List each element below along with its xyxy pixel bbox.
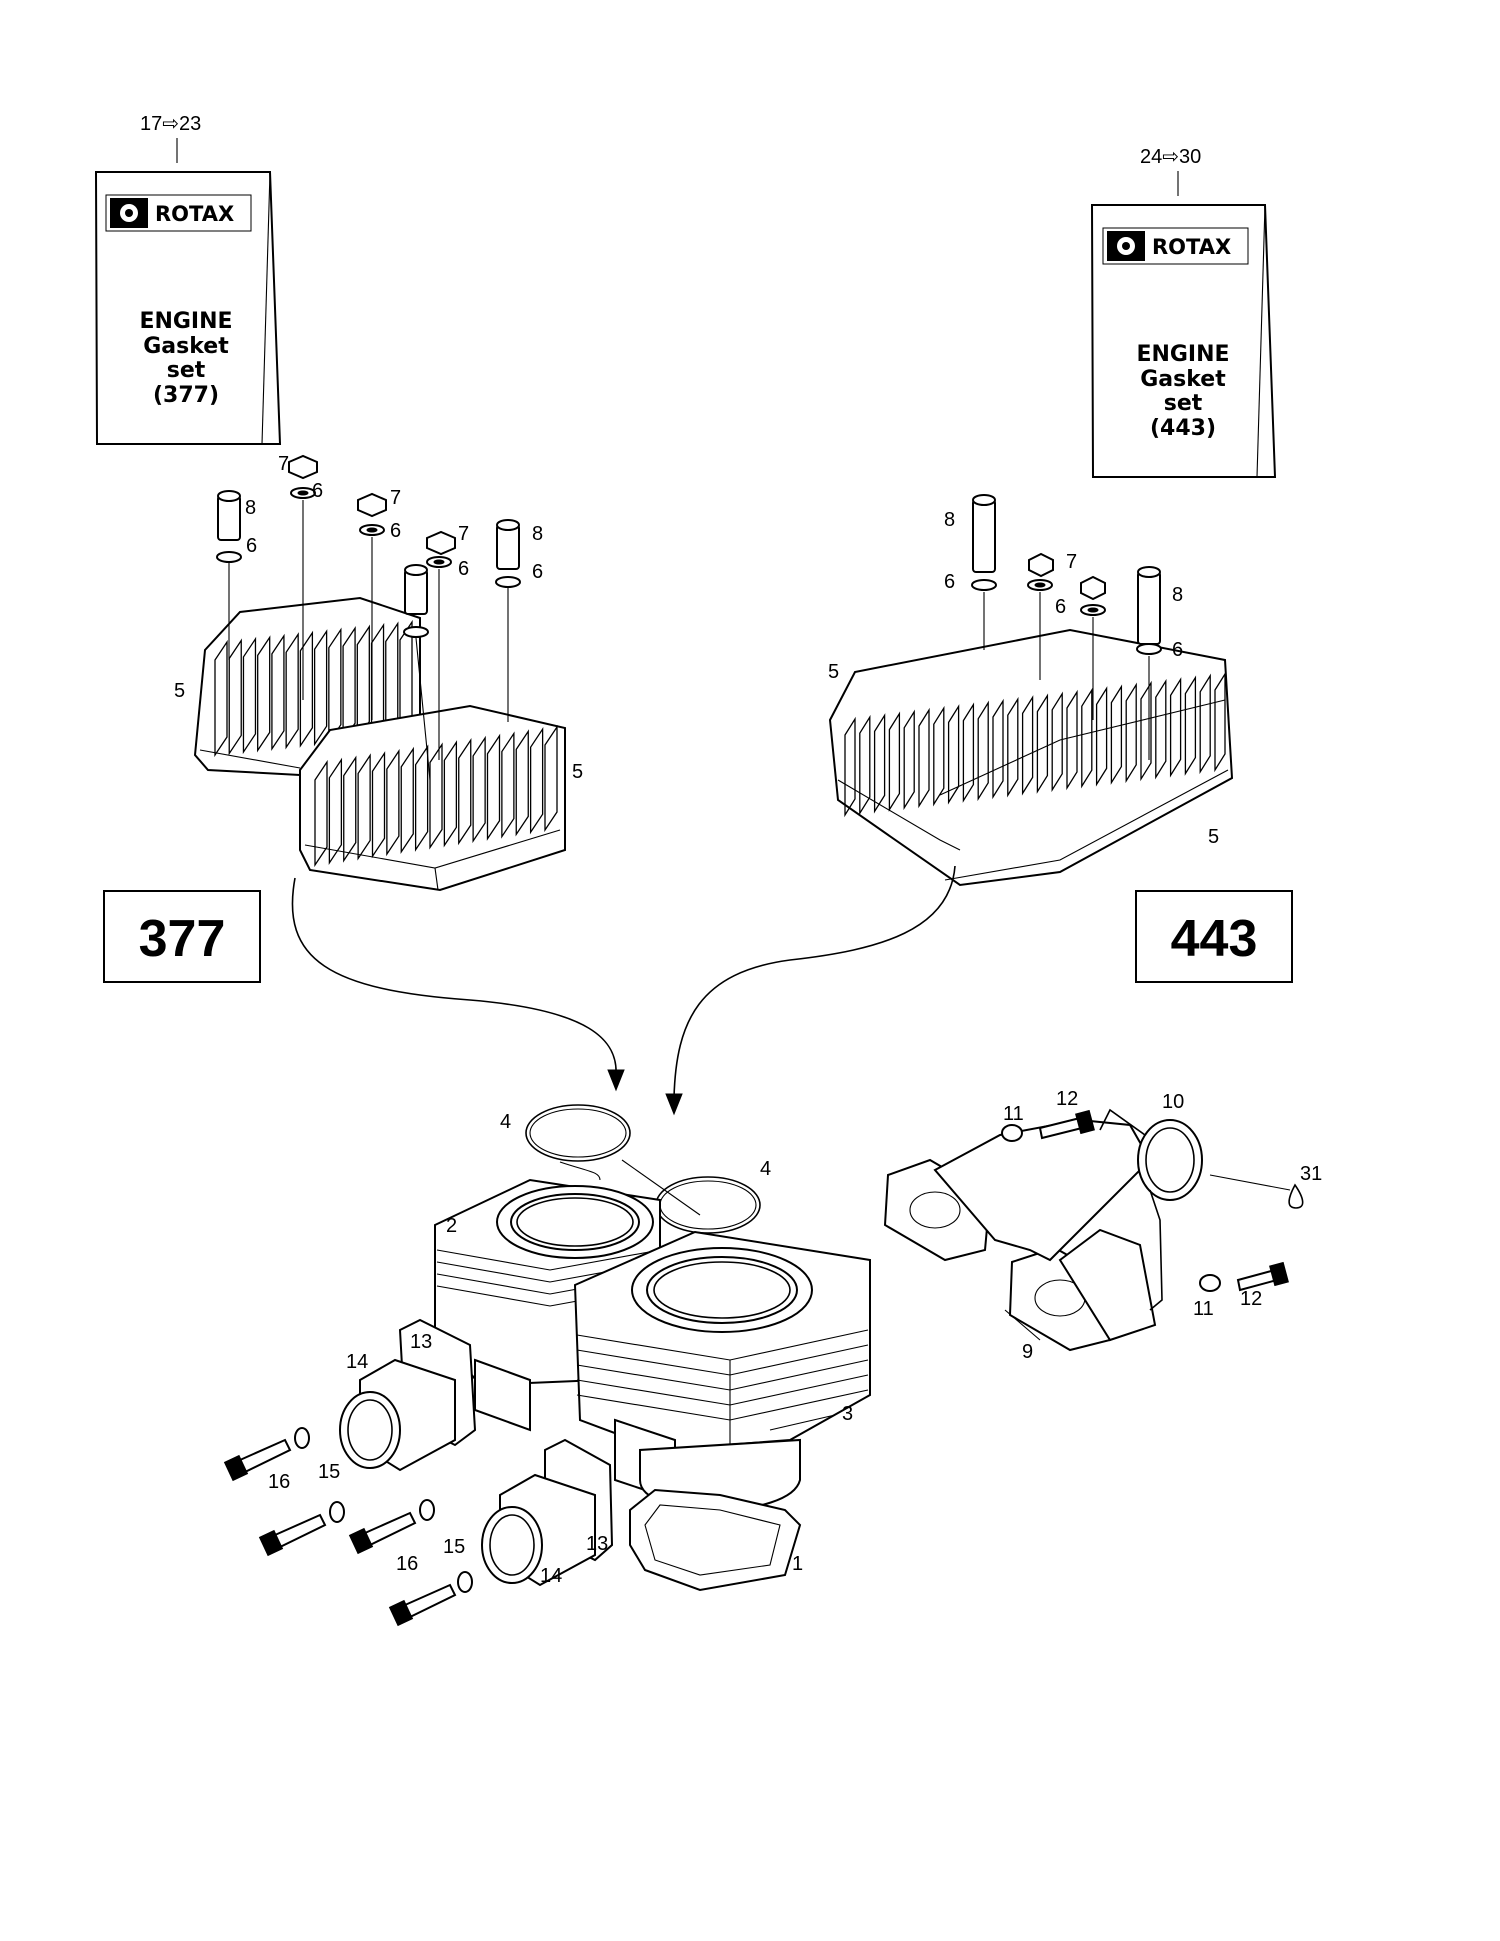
kit-377-brand: ROTAX: [155, 202, 234, 226]
kit-443-line2: Gasket: [1140, 367, 1226, 392]
kit-377-line4: (377): [153, 383, 219, 408]
kit-377-line2: Gasket: [143, 334, 229, 359]
callout-6: 6: [458, 558, 469, 580]
fitment-arrows: [291, 865, 956, 1116]
callout-7: 7: [390, 487, 401, 509]
callout-15: 15: [318, 1461, 340, 1483]
callout-16: 16: [268, 1471, 290, 1493]
callout-5: 5: [828, 661, 839, 683]
gasket-kit-377: 17⇨23 ROTAX ENGINE Gasket set (377): [94, 113, 282, 445]
callout-16: 16: [396, 1553, 418, 1575]
gasket-kit-443: 24⇨30 ROTAX ENGINE Gasket set (443): [1090, 146, 1277, 478]
callout-5: 5: [1208, 826, 1219, 848]
callout-3: 3: [842, 1403, 853, 1425]
callout-4: 4: [760, 1158, 771, 1180]
callout-13: 13: [586, 1533, 608, 1555]
callout-11: 11: [1003, 1103, 1024, 1125]
callout-4: 4: [500, 1111, 511, 1133]
callout-6: 6: [390, 520, 401, 542]
kit-443-line3: set: [1164, 391, 1203, 416]
kit-377-line3: set: [167, 358, 206, 383]
model-box-443: 443: [1135, 890, 1293, 983]
callout-14: 14: [346, 1351, 368, 1373]
kit-443-range: 24⇨30: [1140, 146, 1201, 168]
rotax-logo-gear-icon: [110, 198, 148, 228]
callout-6: 6: [312, 480, 323, 502]
callout-2: 2: [446, 1215, 457, 1237]
callout-6: 6: [532, 561, 543, 583]
rotax-logo-gear-icon: [1107, 231, 1145, 261]
callout-15: 15: [443, 1536, 465, 1558]
cylinder-head-443: [828, 628, 1234, 887]
model-box-377: 377: [103, 890, 261, 983]
cylinders-assembly: [434, 1104, 871, 1592]
intake-flanges: [223, 1318, 614, 1627]
callout-31: 31: [1300, 1163, 1322, 1185]
callout-7: 7: [1066, 551, 1077, 573]
kit-443-brand: ROTAX: [1152, 235, 1231, 259]
callout-10: 10: [1162, 1091, 1184, 1113]
callout-7: 7: [278, 453, 289, 475]
callout-8: 8: [245, 497, 256, 519]
hardware-443: [971, 494, 1162, 760]
callout-12: 12: [1056, 1088, 1078, 1110]
kit-443-line1: ENGINE: [1136, 342, 1229, 367]
callout-8: 8: [944, 509, 955, 531]
callout-7: 7: [458, 523, 469, 545]
exhaust-manifold: [883, 1108, 1304, 1352]
callout-6: 6: [944, 571, 955, 593]
callout-11: 11: [1193, 1298, 1214, 1320]
callout-14: 14: [540, 1565, 562, 1587]
callout-5: 5: [572, 761, 583, 783]
callout-6: 6: [1172, 639, 1183, 661]
callout-8: 8: [532, 523, 543, 545]
callout-8: 8: [1172, 584, 1183, 606]
callout-5: 5: [174, 680, 185, 702]
callout-1: 1: [792, 1553, 803, 1575]
model-label-443: 443: [1171, 910, 1258, 968]
kit-377-line1: ENGINE: [139, 309, 232, 334]
model-label-377: 377: [139, 910, 226, 968]
callout-13: 13: [410, 1331, 432, 1353]
callout-6: 6: [1055, 596, 1066, 618]
callout-6: 6: [246, 535, 257, 557]
kit-443-line4: (443): [1150, 416, 1216, 441]
callout-12: 12: [1240, 1288, 1262, 1310]
kit-377-range: 17⇨23: [140, 113, 201, 135]
callout-9: 9: [1022, 1341, 1033, 1363]
cylinder-heads-377: [193, 596, 566, 892]
hardware-377: [216, 454, 521, 781]
